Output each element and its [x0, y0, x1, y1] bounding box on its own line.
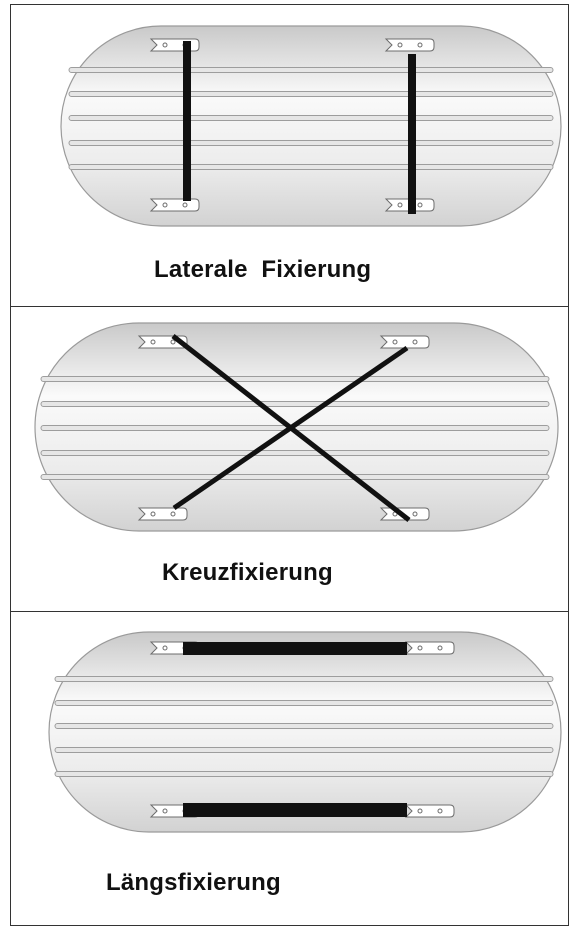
board-groove [54, 723, 554, 729]
longitudinal-strap-top [183, 642, 407, 655]
strap-clip [149, 198, 200, 212]
board-groove [54, 700, 554, 706]
caption-lateral-fixation: Laterale Fixierung [154, 256, 372, 283]
strap-clip [149, 38, 200, 52]
longitudinal-strap-bottom [183, 803, 407, 817]
board-groove [40, 401, 550, 407]
board-groove [68, 115, 554, 121]
board-cross-diagram [34, 322, 559, 532]
strap-clip [379, 335, 430, 349]
board-longitudinal-diagram [48, 631, 562, 833]
caption-longitudinal-fixation: Längsfixierung [106, 869, 281, 896]
cross-strap-2 [172, 345, 409, 511]
board-groove [68, 140, 554, 146]
board-outline [60, 25, 562, 227]
panel-lateral-fixation: Laterale Fixierung [10, 4, 569, 307]
board-groove [68, 67, 554, 73]
strap-clip [404, 641, 455, 655]
strap-clip [384, 38, 435, 52]
panel-longitudinal-fixation: Längsfixierung [10, 611, 569, 926]
board-groove [68, 91, 554, 97]
board-lateral-diagram [60, 25, 562, 227]
board-groove [68, 164, 554, 170]
strap-clip [404, 804, 455, 818]
board-groove [40, 376, 550, 382]
board-groove [40, 474, 550, 480]
board-groove [54, 771, 554, 777]
board-outline [48, 631, 562, 833]
panel-cross-fixation: Kreuzfixierung [10, 306, 569, 612]
board-groove [54, 676, 554, 682]
board-groove [54, 747, 554, 753]
caption-cross-fixation: Kreuzfixierung [162, 559, 333, 586]
board-groove [40, 450, 550, 456]
strap-clip [137, 507, 188, 521]
